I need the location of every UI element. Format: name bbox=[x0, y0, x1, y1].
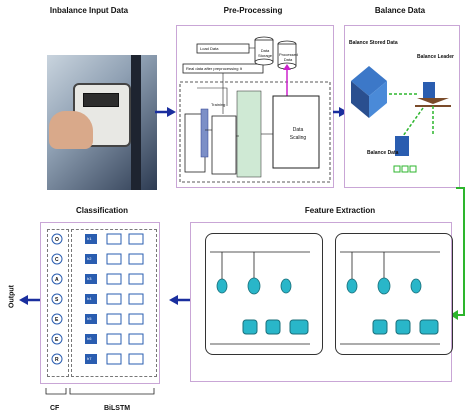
balance-diagram bbox=[351, 66, 451, 173]
lstm-cell-diagram-1 bbox=[210, 251, 310, 345]
arrow-input-to-preprocessing bbox=[155, 107, 176, 117]
cf-letter-5: E bbox=[55, 317, 59, 323]
input-panel-title: Inbalance Input Data bbox=[49, 6, 129, 15]
hidden-label-6: h6 bbox=[87, 336, 92, 341]
row-5 bbox=[51, 313, 144, 325]
feature-panel bbox=[190, 222, 453, 382]
output-label: Output bbox=[8, 285, 16, 308]
bilstm-block bbox=[71, 229, 157, 377]
balance-panel: Balance Stored Data Balance Leader Balan… bbox=[344, 25, 460, 188]
cf-letter-2: C bbox=[55, 257, 59, 263]
bilstm-label: BiLSTM bbox=[104, 405, 131, 412]
classification-panel: O C A S E E R h1 h2 h3 h4 h5 h6 h7 bbox=[40, 222, 160, 384]
bracket-lines bbox=[45, 388, 155, 395]
training-label: Training bbox=[211, 102, 226, 107]
row-1 bbox=[51, 233, 144, 245]
meter-photo bbox=[47, 55, 157, 190]
preprocessing-panel-title: Pre-Processing bbox=[223, 6, 283, 15]
data-scaling-label: Data Scaling bbox=[289, 127, 307, 141]
balance-data-label: Balance Data bbox=[367, 150, 399, 156]
classification-grid bbox=[51, 233, 144, 365]
meter-display bbox=[83, 93, 119, 107]
server-small bbox=[395, 136, 409, 156]
arrow-preprocessing-to-balance bbox=[333, 107, 348, 117]
row-4 bbox=[51, 293, 144, 305]
balance-stored-label: Balance Stored Data bbox=[349, 40, 398, 46]
arrow-classification-to-output bbox=[19, 295, 40, 305]
processed-data-label: Processed Data bbox=[279, 52, 298, 62]
cf-letter-3: A bbox=[55, 277, 59, 283]
cf-column bbox=[47, 229, 69, 377]
row-6 bbox=[51, 333, 144, 345]
lstm-cell-2 bbox=[335, 233, 453, 355]
arrow-feature-to-classification bbox=[169, 295, 190, 305]
load-data-label: Load Data bbox=[200, 46, 219, 51]
hand-shape bbox=[49, 111, 93, 149]
cf-label: CF bbox=[50, 405, 60, 412]
hidden-label-5: h5 bbox=[87, 316, 92, 321]
balance-leader-label: Balance Leader bbox=[417, 54, 454, 60]
balance-panel-title: Balance Data bbox=[374, 6, 426, 15]
cf-letter-7: R bbox=[55, 357, 59, 363]
preprocessing-diagram bbox=[179, 36, 331, 183]
row-7 bbox=[51, 353, 144, 365]
hidden-label-2: h2 bbox=[87, 256, 92, 261]
hidden-label-1: h1 bbox=[87, 236, 92, 241]
row-2 bbox=[51, 253, 144, 265]
lstm-cell-1 bbox=[205, 233, 323, 355]
cf-letter-6: E bbox=[55, 337, 59, 343]
balance-leader-scale bbox=[415, 82, 451, 107]
row-3 bbox=[51, 273, 144, 285]
data-storage-label: Data Storage bbox=[257, 48, 272, 58]
cf-letter-4: S bbox=[55, 297, 59, 303]
server-stack-large bbox=[351, 66, 387, 118]
real-data-label: Real data after preprocessing It bbox=[186, 66, 242, 71]
feature-panel-title: Feature Extraction bbox=[304, 206, 376, 215]
hidden-label-3: h3 bbox=[87, 276, 92, 281]
dot-grid bbox=[236, 90, 262, 178]
preprocessing-panel: Load Data Real data after preprocessing … bbox=[176, 25, 334, 188]
hidden-label-4: h4 bbox=[87, 296, 92, 301]
cable bbox=[131, 55, 141, 190]
hidden-label-7: h7 bbox=[87, 356, 92, 361]
arrow-balance-to-feature bbox=[450, 187, 465, 320]
classification-panel-title: Classification bbox=[75, 206, 128, 215]
cf-letter-1: O bbox=[55, 237, 59, 243]
lstm-cell-diagram-2 bbox=[340, 251, 440, 345]
